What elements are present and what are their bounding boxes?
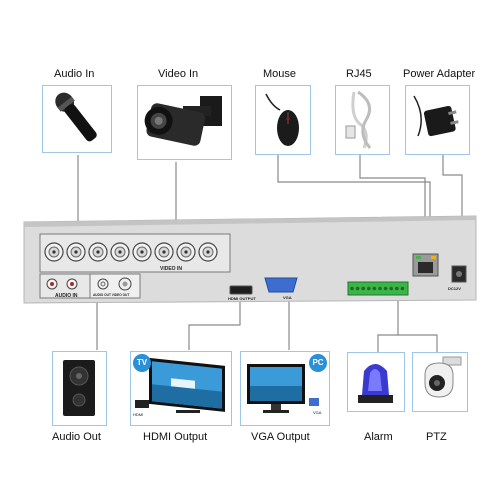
vga-port — [264, 277, 298, 293]
terminal-screw — [372, 286, 377, 291]
mouse-label: Mouse — [263, 68, 297, 80]
terminal-screw — [361, 286, 366, 291]
microphone-icon — [55, 92, 97, 142]
audio-out-box — [52, 351, 107, 426]
video-in-bnc-ports — [44, 242, 218, 262]
terminal-screws — [350, 286, 405, 291]
terminal-screw — [400, 286, 405, 291]
terminal-screw — [389, 286, 394, 291]
bnc-port — [132, 242, 152, 262]
vga-output-box — [240, 351, 330, 426]
bnc-port — [198, 242, 218, 262]
bnc-port — [176, 242, 196, 262]
audio-in-box — [42, 85, 112, 153]
power-adapter-label: Power Adapter — [403, 68, 476, 80]
power-adapter-box — [405, 85, 470, 155]
bnc-port — [110, 242, 130, 262]
tv-monitor-icon — [135, 357, 225, 413]
tv-badge: TV — [133, 354, 151, 372]
mouse-box — [255, 85, 311, 155]
hdmi-badge: HDMI — [133, 412, 144, 417]
pc-monitor-icon — [247, 364, 319, 413]
terminal-screw — [383, 286, 388, 291]
hdmi-port — [229, 285, 253, 295]
vga-silk: VGA — [283, 295, 292, 300]
terminal-screw — [395, 286, 399, 291]
line-ptz-branch — [398, 334, 438, 352]
rj45-box — [335, 85, 390, 155]
power-adapter-icon — [413, 95, 459, 137]
hdmi-silk: HDMI OUTPUT — [228, 296, 256, 301]
camera-icon — [144, 96, 222, 146]
vga-badge: VGA — [313, 410, 322, 415]
alarm-siren-icon — [358, 364, 393, 403]
audio-out-label: Audio Out — [52, 431, 101, 443]
alarm-terminal-block — [347, 281, 409, 296]
audio-in-label: Audio In — [54, 68, 95, 80]
bnc-port — [44, 242, 64, 262]
bnc-port — [154, 242, 174, 262]
alarm-label: Alarm — [364, 431, 393, 443]
alarm-box — [347, 352, 405, 412]
terminal-screw — [367, 286, 371, 291]
terminal-screw — [355, 286, 360, 291]
line-hdmi — [188, 292, 241, 350]
audio-in-silk: AUDIO IN — [55, 293, 78, 299]
ptz-box — [412, 352, 468, 412]
video-in-box — [137, 85, 232, 160]
bnc-port — [88, 242, 108, 262]
video-in-silk: VIDEO IN — [160, 266, 182, 272]
rj45-label: RJ45 — [346, 68, 372, 80]
terminal-screw — [350, 286, 354, 291]
hdmi-output-label: HDMI Output — [143, 431, 208, 443]
ptz-camera-icon — [424, 356, 462, 398]
mouse-icon — [265, 93, 299, 146]
dvr-top-edge — [24, 216, 476, 227]
vga-output-label: VGA Output — [251, 431, 310, 443]
bnc-port — [66, 242, 86, 262]
av-out-silk: AUDIO OUT VIDEO OUT — [93, 293, 129, 297]
line-alarm-ptz — [377, 297, 399, 352]
dc-silk: DC12V — [448, 286, 461, 291]
pc-badge: PC — [309, 354, 327, 372]
ethernet-cable-icon — [345, 90, 372, 149]
speaker-icon — [63, 360, 95, 416]
video-in-label: Video In — [158, 68, 199, 80]
terminal-screw — [378, 286, 382, 291]
ptz-label: PTZ — [426, 431, 447, 443]
